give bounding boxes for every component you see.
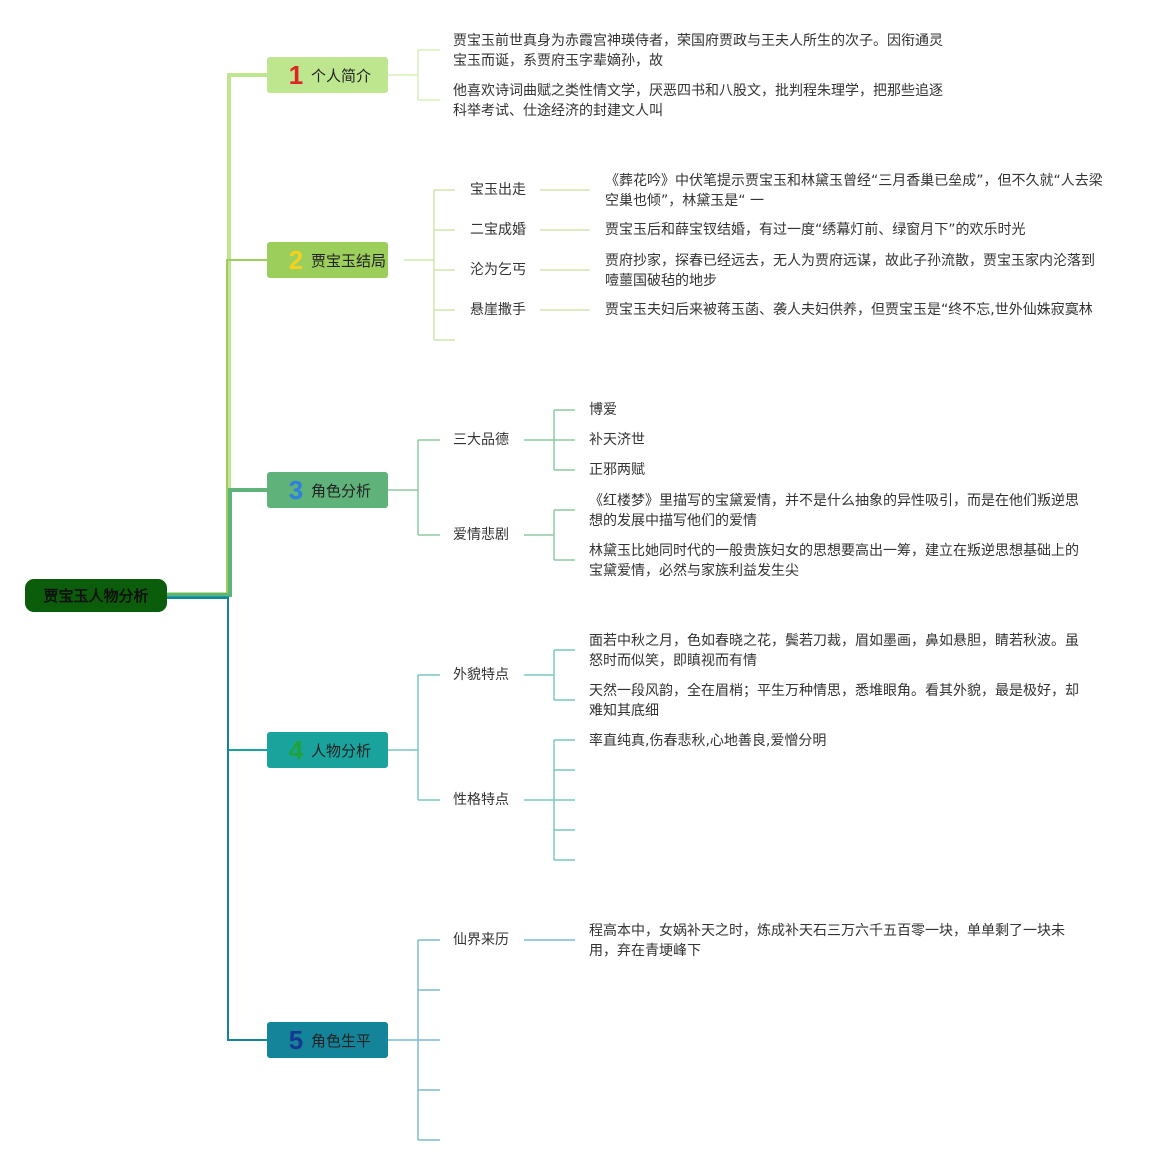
topic-personal-intro[interactable]: 1 个人简介 <box>267 57 388 93</box>
marriage-text: 贾宝玉后和薛宝钗结婚，有过一度“绣幕灯前、绿窗月下”的欢乐时光 <box>605 222 1026 238</box>
love-note: 林黛玉比她同时代的一般贵族妇女的思想要高出一筹，建立在叛逆思想基础上的宝黛爱情，… <box>589 543 1079 579</box>
topic-label: 贾宝玉结局 <box>311 251 387 270</box>
trunk-topic2 <box>167 259 267 597</box>
root-label: 贾宝玉人物分析 <box>43 587 149 605</box>
topic-number: 4 <box>288 734 304 765</box>
leave-home-text: 《葬花吟》中伏笔提示贾宝玉和林黛玉曾经“三月香巢已垒成”，但不久就“人去梁空巢也… <box>605 173 1103 209</box>
subtopic-beggar[interactable]: 沦为乞丐 <box>470 262 526 278</box>
topic-ending[interactable]: 2 贾宝玉结局 <box>267 242 388 278</box>
subtopic-leave-home[interactable]: 宝玉出走 <box>470 182 526 198</box>
subtopic-love-tragedy[interactable]: 爱情悲剧 <box>453 527 509 543</box>
intro-note: 他喜欢诗词曲赋之类性情文学，厌恶四书和八股文，批判程朱理学，把那些追逐科举考试、… <box>453 83 943 119</box>
love-note: 《红楼梦》里描写的宝黛爱情，并不是什么抽象的异性吸引，而是在他们叛逆思想的发展中… <box>589 493 1079 529</box>
trunk-topic4 <box>167 596 267 751</box>
subtopic-personality[interactable]: 性格特点 <box>453 792 509 808</box>
trunk-topic1 <box>167 73 267 596</box>
subtopic-appearance[interactable]: 外貌特点 <box>453 667 509 683</box>
appearance-note: 面若中秋之月，色如春晓之花，鬓若刀裁，眉如墨画，鼻如悬胆，睛若秋波。虽怒时而似笑… <box>589 633 1079 669</box>
topic-number: 5 <box>288 1024 304 1055</box>
trunk-topic3 <box>167 488 267 597</box>
subtopic-let-go[interactable]: 悬崖撒手 <box>470 302 526 318</box>
beggar-text: 贾府抄家，探春已经远去，无人为贾府远谋，故此子孙流散，贾宝玉家内沦落到噎蘁国破毡… <box>605 253 1095 289</box>
topic-character-analysis[interactable]: 4 人物分析 <box>267 732 388 768</box>
topic-number: 3 <box>288 474 304 505</box>
virtue-item: 博爱 <box>589 402 617 418</box>
subtopic-marriage[interactable]: 二宝成婚 <box>470 222 526 238</box>
let-go-text: 贾宝玉夫妇后来被蒋玉菡、袭人夫妇供养，但贾宝玉是“终不忘,世外仙姝寂寞林 <box>605 302 1093 318</box>
personality-item: 率直纯真,伤春悲秋,心地善良,爱憎分明 <box>589 733 827 749</box>
topic-label: 人物分析 <box>311 741 372 760</box>
topic-label: 个人简介 <box>311 66 372 85</box>
topic-role-analysis[interactable]: 3 角色分析 <box>267 472 388 508</box>
intro-note: 贾宝玉前世真身为赤霞宫神瑛侍者，荣国府贾政与王夫人所生的次子。因衔通灵宝玉而诞，… <box>453 33 943 69</box>
topic-number: 2 <box>288 244 304 275</box>
topic-label: 角色分析 <box>311 481 372 500</box>
origin-text: 程高本中，女娲补天之时，炼成补天石三万六千五百零一块，单单剩了一块未用，弃在青埂… <box>589 923 1065 959</box>
root-topic[interactable]: 贾宝玉人物分析 <box>25 579 167 612</box>
topic-label: 角色生平 <box>311 1031 372 1050</box>
topic-number: 1 <box>288 59 304 90</box>
trunk-topic5 <box>167 597 267 1041</box>
subtopic-virtues[interactable]: 三大品德 <box>453 432 509 448</box>
appearance-note: 天然一段风韵，全在眉梢；平生万种情思，悉堆眼角。看其外貌，最是极好，却难知其底细 <box>589 683 1079 719</box>
topic-life-story[interactable]: 5 角色生平 <box>267 1022 388 1058</box>
subtopic-immortal-origin[interactable]: 仙界来历 <box>453 932 509 948</box>
virtue-item: 补天济世 <box>589 432 645 448</box>
virtue-item: 正邪两赋 <box>589 462 645 478</box>
